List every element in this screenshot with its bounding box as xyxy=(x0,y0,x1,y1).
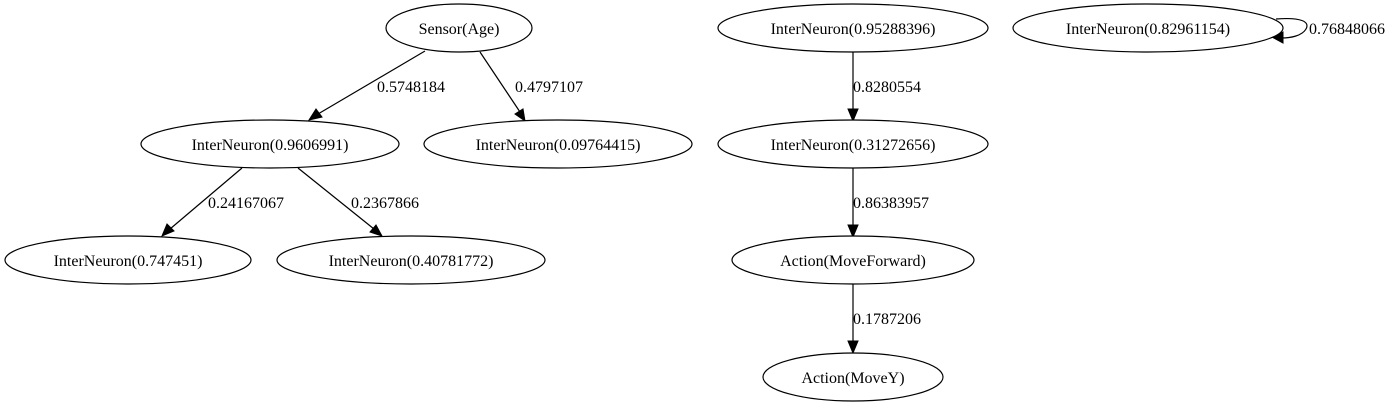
edge-interneuron-0-82961154-self-loop: 0.76848066 xyxy=(1270,17,1385,44)
edge-interneuron-0-95288396-to-interneuron-0-31272656: 0.8280554 xyxy=(847,52,921,123)
node-action-movey: Action(MoveY) xyxy=(762,352,944,402)
node-interneuron-0-82961154: InterNeuron(0.82961154) xyxy=(1012,3,1284,53)
node-label: Action(MoveY) xyxy=(801,370,904,387)
edge-weight-label: 0.1787206 xyxy=(853,311,921,328)
node-interneuron-0-31272656: InterNeuron(0.31272656) xyxy=(717,119,989,169)
edge-weight-label: 0.5748184 xyxy=(377,79,445,96)
edge-interneuron-0-9606991-to-interneuron-0-747451: 0.24167067 xyxy=(161,167,284,237)
node-label: InterNeuron(0.40781772) xyxy=(329,253,494,270)
node-label: InterNeuron(0.95288396) xyxy=(771,21,936,38)
node-label: InterNeuron(0.31272656) xyxy=(771,137,936,154)
node-label: InterNeuron(0.9606991) xyxy=(192,137,349,154)
edge-weight-label: 0.8280554 xyxy=(853,79,921,96)
node-action-moveforward: Action(MoveForward) xyxy=(731,235,975,285)
node-interneuron-0-95288396: InterNeuron(0.95288396) xyxy=(717,3,989,53)
node-sensor-age: Sensor(Age) xyxy=(385,3,533,53)
node-interneuron-0-09764415: InterNeuron(0.09764415) xyxy=(423,119,693,169)
node-label: InterNeuron(0.747451) xyxy=(54,253,203,270)
edge-action-moveforward-to-action-movey: 0.1787206 xyxy=(847,284,921,355)
node-label: Sensor(Age) xyxy=(419,21,500,38)
node-label: InterNeuron(0.09764415) xyxy=(476,137,641,154)
edge-interneuron-0-31272656-to-action-moveforward: 0.86383957 xyxy=(847,168,929,239)
node-label: InterNeuron(0.82961154) xyxy=(1066,21,1230,38)
edge-interneuron-0-9606991-to-interneuron-0-40781772: 0.2367866 xyxy=(297,167,419,237)
edge-weight-label: 0.76848066 xyxy=(1309,21,1385,38)
edge-sensor-age-to-interneuron-0-09764415: 0.4797107 xyxy=(479,51,583,123)
edge-weight-label: 0.86383957 xyxy=(853,195,929,212)
edge-weight-label: 0.2367866 xyxy=(351,195,419,212)
edge-weight-label: 0.4797107 xyxy=(515,79,583,96)
node-interneuron-0-40781772: InterNeuron(0.40781772) xyxy=(276,235,546,285)
node-interneuron-0-747451: InterNeuron(0.747451) xyxy=(4,235,252,285)
node-label: Action(MoveForward) xyxy=(780,253,926,270)
edge-sensor-age-to-interneuron-0-9606991: 0.5748184 xyxy=(307,50,445,121)
node-interneuron-0-9606991: InterNeuron(0.9606991) xyxy=(140,119,400,169)
edge-weight-label: 0.24167067 xyxy=(208,195,284,212)
